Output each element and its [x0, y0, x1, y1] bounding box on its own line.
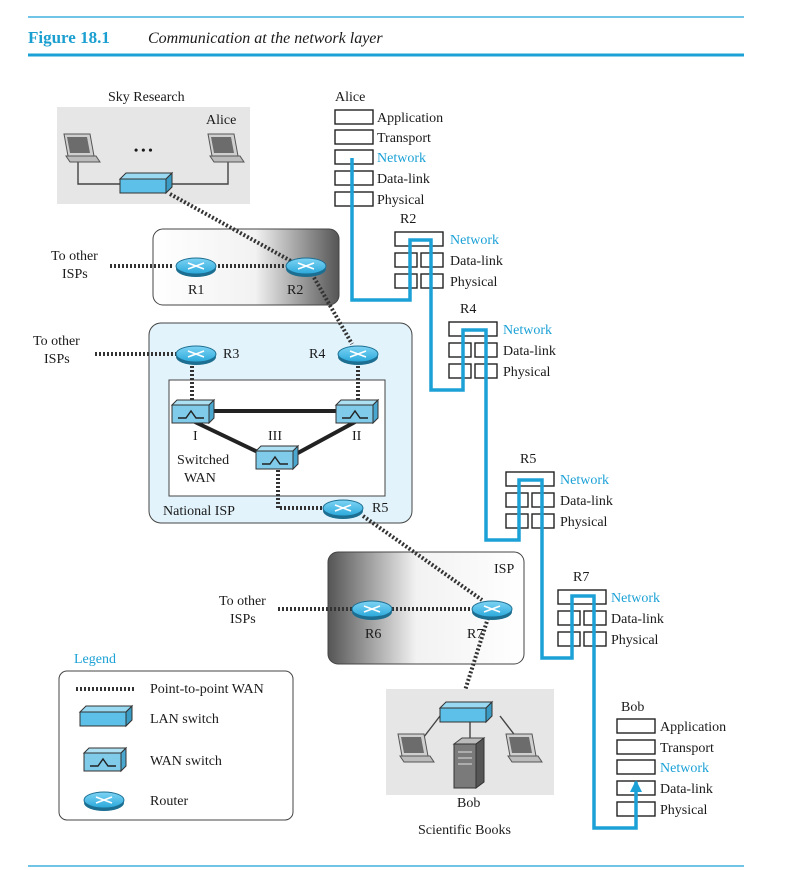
- stack-bob: Application Transport Network Data-link …: [616, 718, 726, 818]
- wan-switch-ii-label: II: [352, 429, 362, 444]
- server-icon: [452, 737, 486, 789]
- stack-r4-title: R4: [460, 302, 476, 317]
- stack-alice-title: Alice: [335, 90, 365, 105]
- stack-layer-label: Data-link: [503, 344, 556, 359]
- router-r3-label: R3: [223, 347, 239, 362]
- legend-item-p2p: Point-to-point WAN: [150, 682, 264, 697]
- wan-switch-i-label: I: [193, 429, 198, 444]
- stack-layer-label: Data-link: [377, 172, 430, 187]
- switched-wan-box: [168, 379, 386, 497]
- switched-wan-label-2: WAN: [184, 471, 216, 486]
- sky-lan-cable-left: [77, 158, 122, 185]
- stack-layer-label: Application: [377, 111, 443, 126]
- figure-caption: Communication at the network layer: [148, 30, 383, 47]
- path-arrow-icon: [630, 780, 642, 792]
- lan-switch-icon: [79, 705, 133, 727]
- bob-host-label: Bob: [457, 796, 480, 811]
- router-r2-label: R2: [287, 283, 303, 298]
- router-r5-label: R5: [372, 501, 388, 516]
- stack-layer-label: Physical: [560, 515, 608, 530]
- to-other-isps-3b: ISPs: [230, 612, 256, 627]
- to-other-isps-2b: ISPs: [44, 352, 70, 367]
- ellipsis: • • •: [134, 143, 153, 157]
- national-isp-label: National ISP: [163, 504, 235, 519]
- lan-switch-icon: [439, 701, 493, 723]
- link-r5-r7: [361, 514, 484, 602]
- legend-item-router: Router: [150, 794, 188, 809]
- stack-layer-label: Network: [450, 233, 499, 248]
- router-r4-label: R4: [309, 347, 325, 362]
- stack-layer-label: Network: [560, 473, 609, 488]
- stack-r7-title: R7: [573, 570, 589, 585]
- lan-switch-icon: [119, 172, 173, 194]
- wan-switch-icon: [255, 445, 299, 470]
- stack-layer-label: Data-link: [660, 782, 713, 797]
- stack-r5-title: R5: [520, 452, 536, 467]
- sky-research-label: Sky Research: [108, 90, 185, 105]
- stack-layer-label: Network: [660, 761, 709, 776]
- stack-layer-label: Physical: [611, 633, 659, 648]
- to-other-isps-1a: To other: [51, 249, 98, 264]
- router-icon: [351, 600, 393, 621]
- scientific-books-label: Scientific Books: [418, 823, 511, 838]
- wan-switch-icon: [83, 747, 127, 772]
- stack-bob-title: Bob: [621, 700, 644, 715]
- stack-layer-label: Transport: [377, 131, 431, 146]
- stack-layer-label: Data-link: [560, 494, 613, 509]
- stack-r2-title: R2: [400, 212, 416, 227]
- link-switch-iii-r5: [276, 470, 325, 510]
- sky-lan-cable-right: [170, 158, 229, 185]
- figure-number: Figure 18.1: [28, 28, 110, 47]
- router-icon: [175, 257, 217, 278]
- stack-layer-label: Network: [503, 323, 552, 338]
- router-r1-label: R1: [188, 283, 204, 298]
- router-r7-label: R7: [467, 627, 483, 642]
- link-sky-r2: [169, 192, 301, 268]
- stack-layer-label: Transport: [660, 741, 714, 756]
- stack-layer-label: Network: [377, 151, 426, 166]
- stack-layer-label: Physical: [377, 193, 425, 208]
- wan-switch-icon: [171, 399, 215, 424]
- wan-link-ii-iii: [295, 420, 356, 456]
- legend-item-lan-switch: LAN switch: [150, 712, 219, 727]
- router-icon: [337, 345, 379, 366]
- stack-layer-label: Physical: [503, 365, 551, 380]
- router-icon: [471, 600, 513, 621]
- stack-alice: Application Transport Network Data-link …: [334, 109, 443, 208]
- stack-layer-label: Network: [611, 591, 660, 606]
- network-layer-path: [350, 158, 638, 830]
- router-icon: [175, 345, 217, 366]
- stack-r7: Network Data-link Physical: [557, 589, 664, 648]
- stack-layer-label: Physical: [450, 275, 498, 290]
- to-other-isps-1b: ISPs: [62, 267, 88, 282]
- stack-layer-label: Physical: [660, 803, 708, 818]
- to-other-isps-2a: To other: [33, 334, 80, 349]
- to-other-isps-3a: To other: [219, 594, 266, 609]
- router-icon: [83, 791, 125, 812]
- alice-host-label: Alice: [206, 113, 236, 128]
- stack-layer-label: Data-link: [450, 254, 503, 269]
- wan-switch-icon: [335, 399, 379, 424]
- router-icon: [322, 499, 364, 520]
- stack-layer-label: Application: [660, 720, 726, 735]
- router-r6-label: R6: [365, 627, 381, 642]
- isp-label: ISP: [494, 562, 514, 577]
- wan-switch-iii-label: III: [268, 429, 282, 444]
- router-icon: [285, 257, 327, 278]
- stack-layer-label: Data-link: [611, 612, 664, 627]
- link-r2-r4: [310, 273, 354, 345]
- wan-link-i-iii: [194, 420, 263, 456]
- switched-wan-label-1: Switched: [177, 453, 229, 468]
- legend-title: Legend: [74, 652, 116, 667]
- legend-item-wan-switch: WAN switch: [150, 754, 222, 769]
